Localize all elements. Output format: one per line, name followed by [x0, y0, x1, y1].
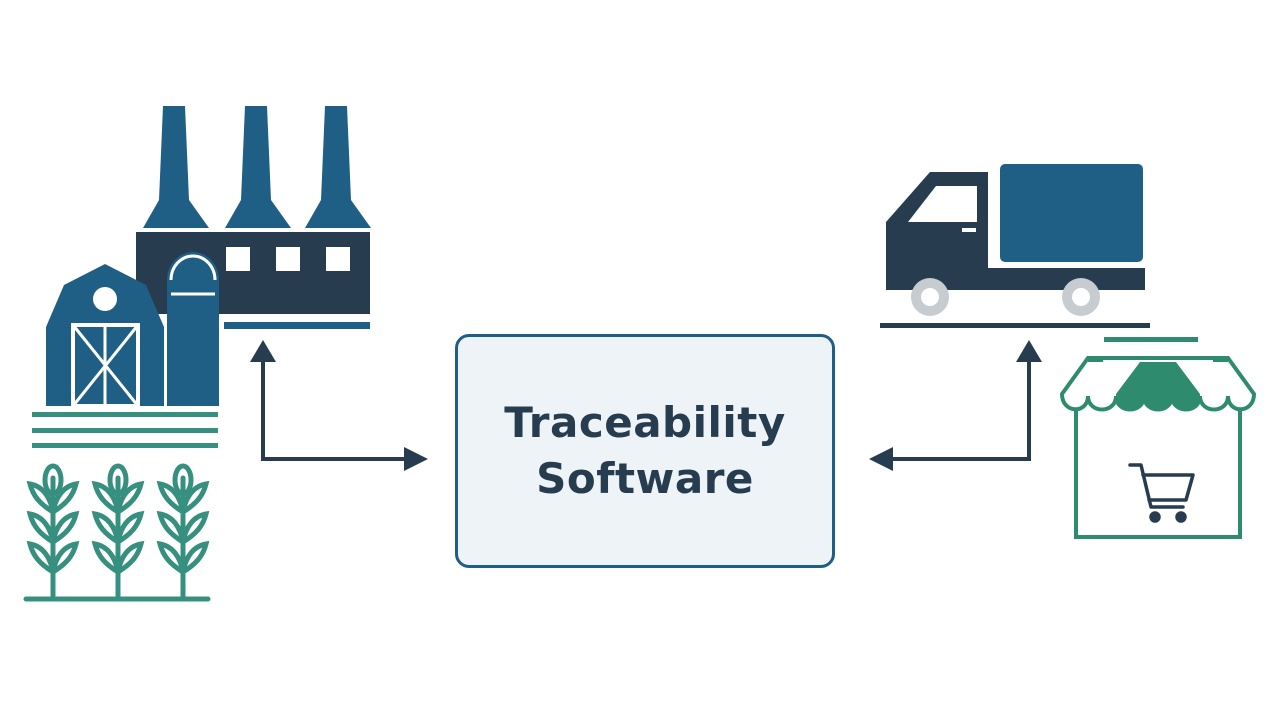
crop-icon [23, 463, 211, 602]
right-flow-arrow [869, 340, 1042, 471]
truck-icon [880, 164, 1150, 328]
center-title-line2: Software [536, 454, 754, 503]
traceability-software-box: Traceability Software [455, 334, 835, 568]
silo-icon [167, 252, 219, 406]
barn-icon [46, 264, 164, 408]
left-flow-arrow [250, 340, 428, 471]
cart-icon [1128, 463, 1195, 523]
center-title-line1: Traceability [504, 398, 786, 447]
ground-lines [32, 412, 218, 448]
